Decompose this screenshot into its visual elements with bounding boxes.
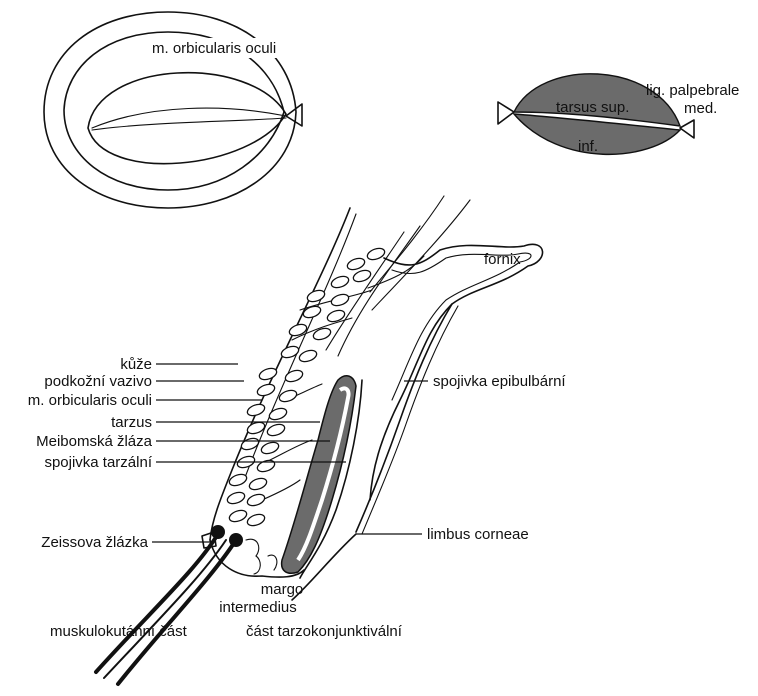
muscle-fiber-line-4 <box>372 200 470 310</box>
kuze-label: kůže <box>120 356 152 373</box>
spojivka-tarzalni-label: spojivka tarzální <box>44 454 152 471</box>
gland-oval <box>256 458 276 474</box>
muscle-fiber-line-1 <box>326 232 404 350</box>
medial-ligament-triangle <box>680 120 694 138</box>
gland-oval <box>240 436 260 452</box>
gland-oval <box>260 440 280 456</box>
hair-follicle-2 <box>229 533 243 547</box>
tarzus-label: tarzus <box>111 414 152 431</box>
medial-ligament-small-triangle <box>286 104 302 126</box>
gland-oval <box>268 406 288 422</box>
gland-oval <box>226 490 246 506</box>
gland-oval <box>326 308 346 324</box>
orbicularis-side-label: m. orbicularis oculi <box>28 392 152 409</box>
gland-oval <box>330 274 350 290</box>
eyelash-1 <box>96 534 218 672</box>
gland-oval <box>228 508 248 524</box>
limbus-corneae-label: limbus corneae <box>427 526 529 543</box>
meibomska-label: Meibomská žláza <box>36 433 153 450</box>
eyelash-3 <box>104 540 226 678</box>
gland-oval <box>258 366 278 382</box>
orbicularis-top-label: m. orbicularis oculi <box>152 40 276 57</box>
epibulbar-conjunctiva-line <box>356 304 452 532</box>
zeissova-label: Zeissova žlázka <box>41 534 148 551</box>
gland-oval <box>298 348 318 364</box>
fornix-label: fornix <box>484 251 521 268</box>
muskulokutanni-label: muskulokutánní část <box>50 623 188 640</box>
gland-oval <box>312 326 332 342</box>
gland-oval <box>248 476 268 492</box>
gland-oval <box>256 382 276 398</box>
gland-oval <box>246 512 266 528</box>
gland-oval <box>352 268 372 284</box>
muscle-fiber-line-10 <box>262 480 300 500</box>
margin-inner-folds <box>246 539 277 574</box>
gland-oval <box>280 344 300 360</box>
lig-palpebrale-label-line1: lig. palpebrale <box>646 82 739 99</box>
gland-oval <box>302 304 322 320</box>
spojivka-epibulbarni-label: spojivka epibulbární <box>433 373 566 390</box>
podkozni-vazivo-label: podkožní vazivo <box>44 373 152 390</box>
epibulbar-conjunctiva-line-2 <box>362 306 458 534</box>
gland-oval <box>346 256 366 272</box>
hair-follicle-1 <box>211 525 225 539</box>
labels: fornix kůže podkožní vazivo m. orbicular… <box>28 251 567 640</box>
eyelid-cross-section <box>96 196 543 684</box>
gland-oval <box>246 402 266 418</box>
tarzokonjunktivalni-label: část tarzokonjunktivální <box>246 623 403 640</box>
gland-oval <box>330 292 350 308</box>
tarsal-plates-figure: tarsus sup. inf. lig. palpebrale med. <box>498 74 739 155</box>
palpebral-fissure-lower <box>92 118 286 130</box>
orbicularis-ring-figure: m. orbicularis oculi <box>44 12 302 208</box>
gland-oval <box>306 288 326 304</box>
gland-oval <box>246 492 266 508</box>
lig-palpebrale-label-line2: med. <box>684 100 717 117</box>
margo-label-line2: intermedius <box>219 599 297 616</box>
gland-oval <box>284 368 304 384</box>
palpebral-fissure-upper <box>92 108 286 128</box>
gland-oval <box>366 246 386 262</box>
margo-label-line1: margo <box>261 581 304 598</box>
tarsus-sup-label: tarsus sup. <box>556 99 629 116</box>
lateral-ligament-triangle <box>498 102 514 124</box>
gland-oval <box>266 422 286 438</box>
tarsus-inf-label: inf. <box>578 138 598 155</box>
palpebral-opening-outer <box>88 73 286 164</box>
